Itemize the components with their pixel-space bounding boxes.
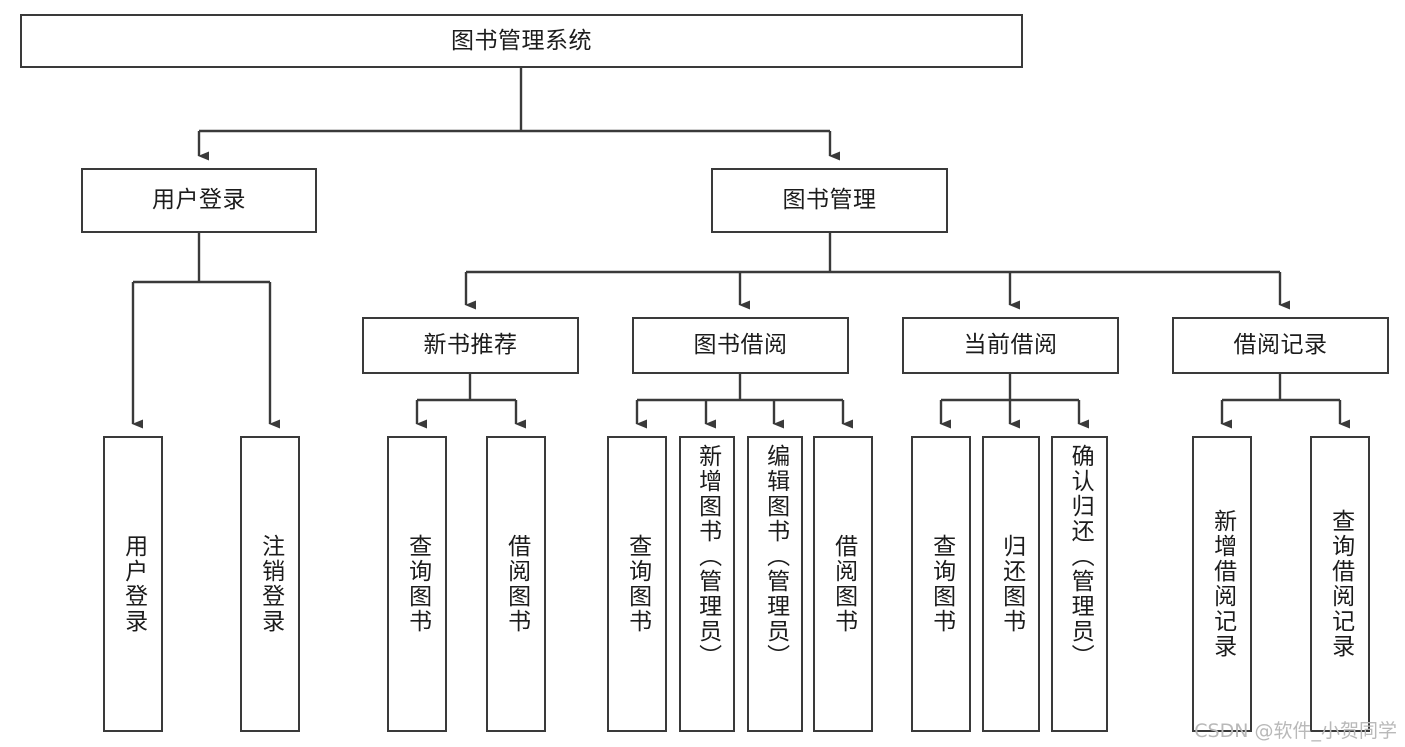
node-label: 新增图书（管理员） — [694, 444, 721, 669]
node-label: 查询借阅记录 — [1327, 509, 1354, 659]
leaf-query-book-current[interactable]: 查询图书 — [911, 436, 971, 732]
node-label: 图书管理系统 — [451, 27, 592, 54]
node-label: 当前借阅 — [963, 332, 1058, 359]
leaf-user-login[interactable]: 用户登录 — [103, 436, 163, 732]
leaf-return-book[interactable]: 归还图书 — [982, 436, 1040, 732]
leaf-add-borrow-record[interactable]: 新增借阅记录 — [1192, 436, 1252, 732]
node-label: 图书借阅 — [693, 332, 788, 359]
node-label: 借阅图书 — [830, 534, 857, 634]
node-label: 注销登录 — [257, 534, 284, 634]
node-label: 编辑图书（管理员） — [762, 444, 789, 669]
node-user-login[interactable]: 用户登录 — [81, 168, 317, 233]
node-label: 新增借阅记录 — [1209, 509, 1236, 659]
node-label: 用户登录 — [152, 187, 246, 214]
node-book-management[interactable]: 图书管理 — [711, 168, 948, 233]
node-label: 查询图书 — [404, 534, 431, 634]
leaf-confirm-return-admin[interactable]: 确认归还（管理员） — [1051, 436, 1108, 732]
watermark: CSDN @软件_小贺同学 — [1194, 720, 1397, 742]
node-label: 借阅图书 — [503, 534, 530, 634]
node-root-book-management-system[interactable]: 图书管理系统 — [20, 14, 1023, 68]
node-label: 用户登录 — [120, 534, 147, 634]
leaf-borrow-book[interactable]: 借阅图书 — [813, 436, 873, 732]
node-current-borrow[interactable]: 当前借阅 — [902, 317, 1119, 374]
node-new-book-recommend[interactable]: 新书推荐 — [362, 317, 579, 374]
leaf-query-book-borrow[interactable]: 查询图书 — [607, 436, 667, 732]
leaf-add-book-admin[interactable]: 新增图书（管理员） — [679, 436, 735, 732]
node-label: 借阅记录 — [1233, 332, 1328, 359]
node-label: 图书管理 — [782, 187, 877, 214]
leaf-logout[interactable]: 注销登录 — [240, 436, 300, 732]
node-label: 确认归还（管理员） — [1067, 444, 1094, 669]
node-borrow-record[interactable]: 借阅记录 — [1172, 317, 1389, 374]
leaf-borrow-book-recommend[interactable]: 借阅图书 — [486, 436, 546, 732]
node-label: 归还图书 — [998, 534, 1025, 634]
node-label: 查询图书 — [928, 534, 955, 634]
node-book-borrow[interactable]: 图书借阅 — [632, 317, 849, 374]
leaf-edit-book-admin[interactable]: 编辑图书（管理员） — [747, 436, 803, 732]
leaf-query-book-recommend[interactable]: 查询图书 — [387, 436, 447, 732]
leaf-query-borrow-record[interactable]: 查询借阅记录 — [1310, 436, 1370, 732]
node-label: 新书推荐 — [423, 332, 518, 359]
node-label: 查询图书 — [624, 534, 651, 634]
